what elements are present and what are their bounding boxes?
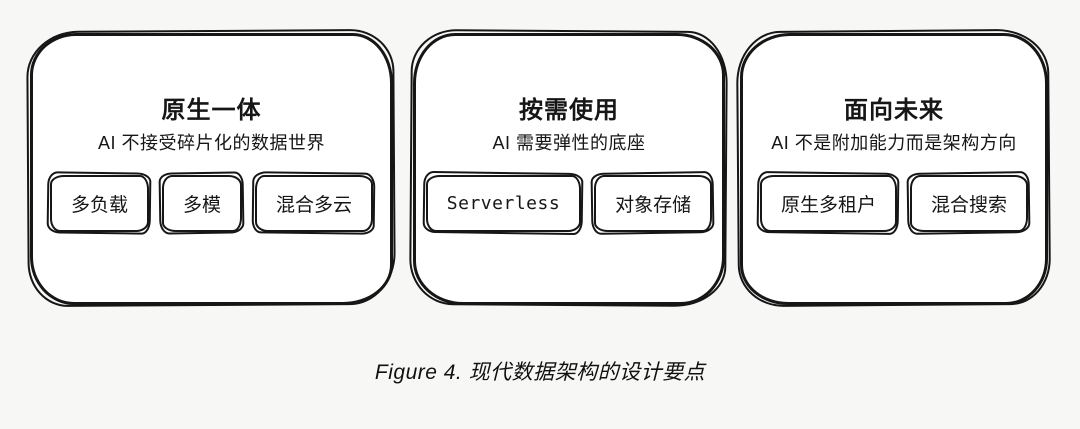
card-subtitle: AI 不接受碎片化的数据世界 xyxy=(97,133,325,153)
card-title: 原生一体 xyxy=(161,97,262,124)
card-on-demand: 按需使用 AI 需要弹性的底座 Serverless 对象存储 xyxy=(413,33,725,305)
tag-row: 多负载 多模 混合多云 xyxy=(49,175,374,232)
tag-hybrid-multicloud: 混合多云 xyxy=(255,175,374,232)
tag-serverless: Serverless xyxy=(425,175,582,232)
tag-row: 原生多租户 混合搜索 xyxy=(759,175,1029,232)
card-title: 按需使用 xyxy=(519,97,619,124)
card-subtitle: AI 不是附加能力而是架构方向 xyxy=(771,133,1017,153)
card-future-oriented: 面向未来 AI 不是附加能力而是架构方向 原生多租户 混合搜索 xyxy=(740,33,1048,305)
card-title: 面向未来 xyxy=(844,97,944,124)
tag-hybrid-search: 混合搜索 xyxy=(910,175,1029,232)
tag-row: Serverless 对象存储 xyxy=(425,175,713,232)
figure-caption: Figure 4. 现代数据架构的设计要点 xyxy=(374,361,706,384)
tag-multi-model: 多模 xyxy=(161,175,242,232)
tag-multi-workload: 多负载 xyxy=(49,175,149,232)
tag-object-storage: 对象存储 xyxy=(594,175,713,232)
tag-native-multitenancy: 原生多租户 xyxy=(759,175,897,232)
card-subtitle: AI 需要弹性的底座 xyxy=(492,133,646,153)
card-native-integrated: 原生一体 AI 不接受碎片化的数据世界 多负载 多模 混合多云 xyxy=(30,33,393,305)
